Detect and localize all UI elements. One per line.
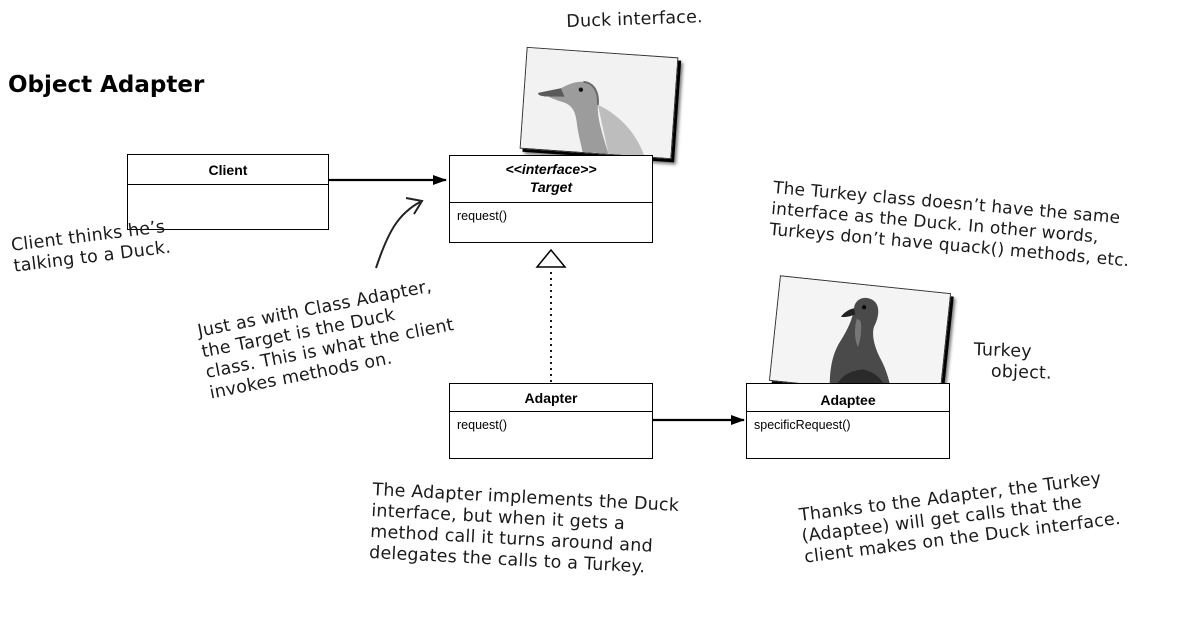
note-pointer-arrow (375, 201, 421, 269)
realization-arrowhead (535, 248, 567, 268)
adapter-class[interactable]: Adapter request() (449, 383, 653, 459)
duck-illustration (520, 47, 678, 159)
target-stereotype-open: << (505, 161, 522, 177)
note-turkey-object: Turkey object. (973, 340, 1053, 385)
client-class-name: Client (128, 155, 328, 185)
client-class[interactable]: Client (127, 154, 329, 230)
adaptee-method: specificRequest() (754, 418, 851, 432)
note-adapter-implements: The Adapter implements the Duck interfac… (369, 480, 680, 580)
target-class[interactable]: <<interface>> Target request() (449, 155, 653, 243)
note-turkey-object-line: Turkey (973, 340, 1033, 363)
note-turkey-object-line: object. (990, 361, 1053, 384)
note-pointer-arrowhead (405, 197, 424, 215)
diagram-title: Object Adapter (8, 72, 205, 98)
adapter-class-name: Adapter (450, 384, 652, 412)
target-class-name: Target (529, 179, 573, 195)
target-stereotype: interface (521, 161, 581, 177)
duck-photo (519, 46, 679, 160)
target-method: request() (457, 209, 508, 223)
turkey-photo (768, 275, 952, 399)
target-class-header: <<interface>> Target (450, 156, 652, 203)
client-class-body (128, 185, 328, 191)
adaptee-class-name: Adaptee (747, 384, 949, 412)
turkey-illustration (770, 276, 950, 398)
target-stereotype-close: >> (580, 161, 597, 177)
adapter-method: request() (457, 418, 508, 432)
adaptee-class[interactable]: Adaptee specificRequest() (746, 383, 950, 459)
